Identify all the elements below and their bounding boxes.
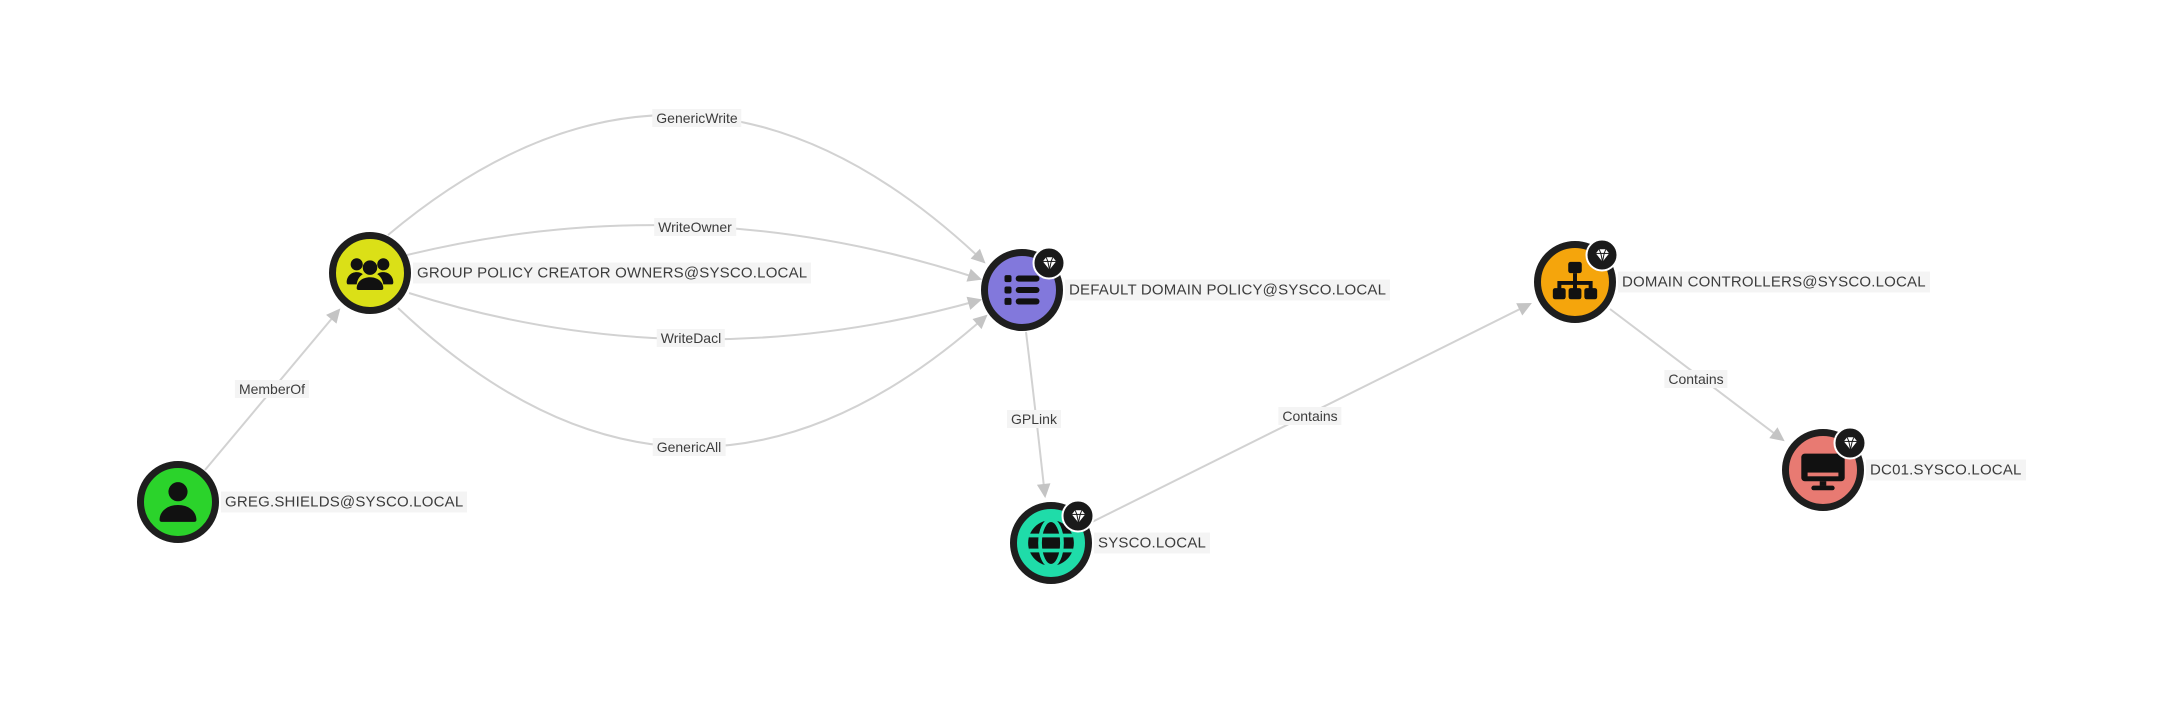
gem-badge-icon (1071, 509, 1085, 523)
edge-label-writeowner[interactable]: WriteOwner (654, 218, 736, 236)
edge-label-memberof[interactable]: MemberOf (234, 380, 310, 398)
high-value-badge (1833, 426, 1867, 460)
edge-label-contains[interactable]: Contains (1664, 370, 1728, 388)
globe-domain-icon (1028, 518, 1074, 568)
users-group-icon (346, 258, 394, 291)
node-label-dc01-computer: DC01.SYSCO.LOCAL (1866, 459, 2026, 481)
edge-label-genericwrite[interactable]: GenericWrite (652, 109, 742, 127)
gem-badge-icon (1595, 248, 1609, 262)
node-domain-controllers-ou[interactable] (1534, 241, 1616, 323)
high-value-badge (1061, 499, 1095, 533)
user-icon (159, 482, 197, 522)
edge-label-gplink[interactable]: GPLink (1007, 410, 1061, 428)
node-label-default-domain-policy-gpo: DEFAULT DOMAIN POLICY@SYSCO.LOCAL (1065, 279, 1391, 301)
edge-label-genericall[interactable]: GenericAll (652, 438, 726, 456)
node-label-sysco-local-domain: SYSCO.LOCAL (1094, 532, 1211, 554)
edge-label-writedacl[interactable]: WriteDacl (656, 329, 726, 347)
node-group-policy-creator-owners-group[interactable] (329, 232, 411, 314)
high-value-badge (1585, 238, 1619, 272)
node-label-domain-controllers-ou: DOMAIN CONTROLLERS@SYSCO.LOCAL (1618, 271, 1930, 293)
high-value-badge (1032, 246, 1066, 280)
gem-badge-icon (1042, 256, 1056, 270)
node-greg-shields-user[interactable] (137, 461, 219, 543)
edge-label-contains[interactable]: Contains (1278, 407, 1342, 425)
gem-badge-icon (1843, 436, 1857, 450)
node-label-greg-shields-user: GREG.SHIELDS@SYSCO.LOCAL (221, 491, 468, 513)
sitemap-ou-icon (1552, 261, 1598, 300)
desktop-computer-icon (1801, 453, 1845, 491)
node-label-group-policy-creator-owners-group: GROUP POLICY CREATOR OWNERS@SYSCO.LOCAL (413, 262, 812, 284)
list-gpo-icon (1004, 275, 1040, 305)
